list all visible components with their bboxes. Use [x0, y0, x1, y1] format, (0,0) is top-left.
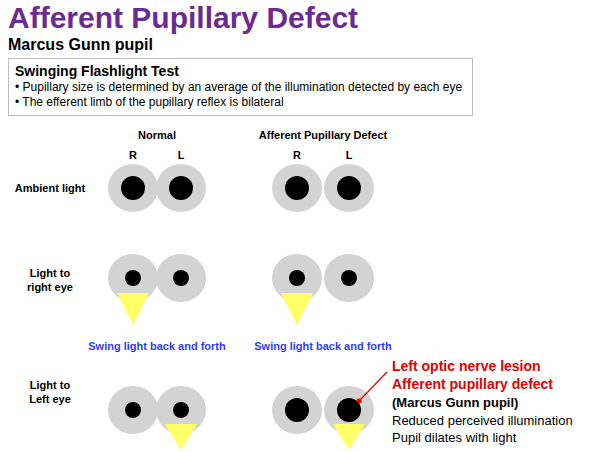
eye-white	[156, 164, 206, 212]
finding-label: (Marcus Gunn pupil)	[392, 395, 518, 411]
page-title: Afferent Pupillary Defect	[8, 0, 358, 36]
leader-line	[357, 372, 388, 404]
eye-white	[156, 254, 206, 302]
eye-row-right-light	[108, 254, 374, 325]
column-heading: Normal	[97, 128, 217, 142]
row-label: Light to Left eye	[19, 378, 81, 406]
eye-side-label: L	[339, 148, 359, 162]
finding-label: Afferent pupillary defect	[392, 376, 553, 393]
light-beam	[281, 293, 313, 325]
finding-label: Left optic nerve lesion	[392, 358, 541, 375]
light-beam	[165, 424, 197, 450]
eye-white	[324, 254, 374, 302]
eye-white	[272, 164, 322, 212]
light-beam	[117, 293, 149, 325]
pupil	[121, 176, 145, 200]
eye-white	[324, 164, 374, 212]
eye-white	[108, 164, 158, 212]
pupil	[337, 398, 361, 422]
box-heading: Swinging Flashlight Test	[15, 62, 465, 80]
bullet-text: • The efferent limb of the pupillary ref…	[15, 95, 465, 110]
pupil	[285, 176, 309, 200]
instruction-note: Swing light back and forth	[238, 339, 408, 353]
pupil	[341, 270, 357, 286]
eye-row-ambient	[108, 164, 374, 212]
eye-side-label: R	[287, 148, 307, 162]
finding-note: Pupil dilates with light	[392, 430, 516, 446]
row-label: Ambient light	[4, 181, 96, 195]
instruction-note: Swing light back and forth	[72, 339, 242, 353]
pupil	[285, 398, 309, 422]
subtitle: Marcus Gunn pupil	[8, 36, 153, 54]
eye-side-label: L	[171, 148, 191, 162]
bullet-text: • Pupillary size is determined by an ave…	[15, 80, 465, 95]
eye-white	[108, 386, 158, 434]
light-beam	[333, 424, 365, 450]
eye-row-left-light	[108, 386, 374, 450]
pupil	[173, 402, 189, 418]
info-box: Swinging Flashlight Test• Pupillary size…	[8, 58, 473, 116]
pupil	[125, 402, 141, 418]
eye-white	[272, 386, 322, 434]
pupil	[173, 270, 189, 286]
finding-note: Reduced perceived illumination	[392, 413, 573, 429]
column-heading: Afferent Pupillary Defect	[238, 128, 408, 142]
eye-side-label: R	[123, 148, 143, 162]
leader-line	[359, 372, 387, 401]
pupil	[289, 270, 305, 286]
row-label: Light to right eye	[19, 266, 81, 294]
leader-dot	[357, 399, 362, 404]
pupil	[125, 270, 141, 286]
pupil	[169, 176, 193, 200]
pupil	[337, 176, 361, 200]
